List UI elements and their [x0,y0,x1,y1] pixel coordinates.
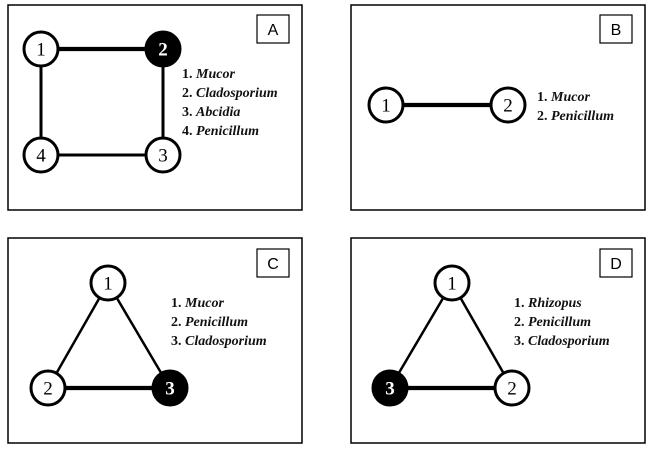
legend-genus-name: Cladosporium [528,334,610,349]
node-label: 3 [385,379,395,400]
node-label: 2 [503,96,513,117]
legend-item: 2. Penicillum [171,315,248,330]
node-1: 1 [22,30,60,68]
node-2: 2 [29,369,67,407]
panel-label-text: D [610,256,622,273]
edge-1-3 [388,282,454,389]
panel-b: B 1 2 1. Mucor 2. Penicillum [350,4,646,211]
node-circle [489,86,527,124]
node-label: 4 [36,146,46,167]
legend-number: 1. [514,296,528,311]
node-label: 3 [158,146,168,167]
panel-label: B [599,14,633,44]
edge-1-3 [106,282,172,389]
node-circle [144,136,182,174]
node-label: 2 [158,40,168,61]
legend-number: 1. [171,296,185,311]
panel-frame [350,237,646,444]
node-3: 3 [151,369,189,407]
edge-1-2 [46,282,110,389]
node-label: 1 [381,96,391,117]
legend: 1. Mucor 2. Penicillum [537,90,614,124]
legend-genus-name: Penicillum [185,315,248,330]
legend-number: 2. [171,315,185,330]
legend-item: 1. Mucor [171,296,224,311]
panel-frame [7,237,303,444]
panel-label-box [256,14,290,44]
legend-item: 1. Mucor [182,67,235,82]
edge-1-2 [450,282,514,389]
node-circle [433,264,471,302]
legend-genus-name: Mucor [195,67,235,82]
node-circle [89,264,127,302]
node-circle [493,369,531,407]
legend-number: 3. [182,105,196,120]
node-label: 3 [165,379,175,400]
node-1: 1 [89,264,127,302]
node-4: 4 [22,136,60,174]
node-3: 3 [144,136,182,174]
node-label: 1 [36,40,46,61]
node-circle [22,30,60,68]
legend-genus-name: Cladosporium [196,86,278,101]
legend-genus-name: Penicillum [528,315,591,330]
node-circle-highlighted [151,369,189,407]
node-circle [367,86,405,124]
panel-label: C [256,248,290,278]
panel-label-text: B [611,22,622,39]
legend-item: 4. Penicillum [182,124,259,139]
panel-label: D [599,248,633,278]
legend-item: 3. Abcidia [182,105,240,120]
panel-label-text: C [267,256,279,273]
legend-item: 3. Cladosporium [171,334,267,349]
node-1: 1 [367,86,405,124]
legend-item: 1. Rhizopus [514,296,582,311]
node-label: 1 [447,274,457,295]
node-label: 2 [507,379,517,400]
legend-item: 3. Cladosporium [514,334,610,349]
legend-genus-name: Abcidia [195,105,240,120]
legend-number: 1. [182,67,196,82]
legend-genus-name: Mucor [550,90,590,105]
node-circle-highlighted [144,30,182,68]
legend-item: 1. Mucor [537,90,590,105]
legend-number: 3. [514,334,528,349]
node-3: 3 [371,369,409,407]
legend-number: 4. [182,124,196,139]
legend-number: 1. [537,90,551,105]
legend-number: 2. [537,109,551,124]
node-label: 1 [103,274,113,295]
legend-item: 2. Penicillum [537,109,614,124]
node-circle [29,369,67,407]
node-circle [22,136,60,174]
node-circle-highlighted [371,369,409,407]
legend-genus-name: Penicillum [551,109,614,124]
legend-genus-name: Mucor [184,296,224,311]
legend-genus-name: Rhizopus [527,296,582,311]
legend-number: 2. [514,315,528,330]
legend-number: 3. [171,334,185,349]
legend-item: 2. Penicillum [514,315,591,330]
legend-number: 2. [182,86,196,101]
panel-label-box [599,248,633,278]
legend-genus-name: Penicillum [196,124,259,139]
node-2: 2 [493,369,531,407]
panel-label-text: A [268,22,279,39]
panel-label-box [256,248,290,278]
legend-item: 2. Cladosporium [182,86,278,101]
panel-label: A [256,14,290,44]
node-2: 2 [144,30,182,68]
legend-genus-name: Cladosporium [185,334,267,349]
node-2: 2 [489,86,527,124]
node-label: 2 [43,379,53,400]
node-1: 1 [433,264,471,302]
panel-label-box [599,14,633,44]
